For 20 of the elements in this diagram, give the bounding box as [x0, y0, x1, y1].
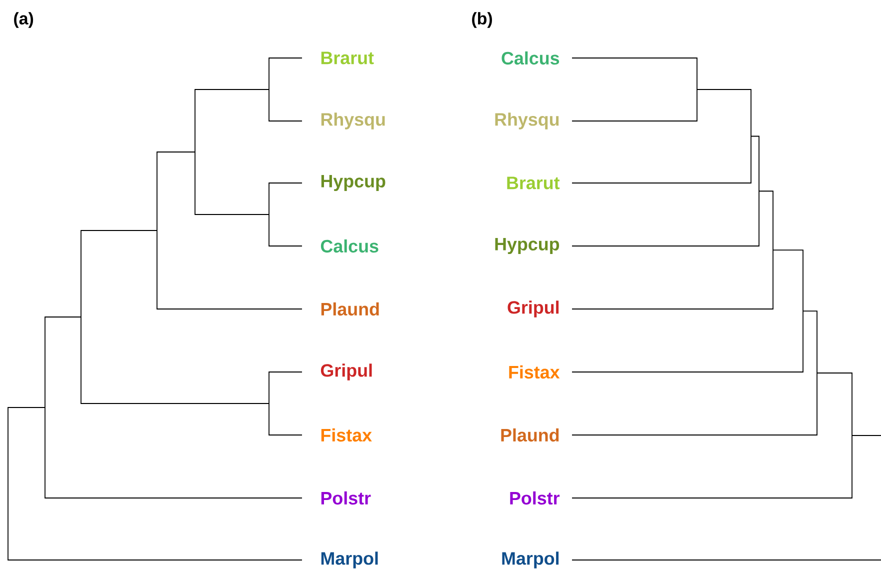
taxon-label: Rhysqu	[321, 112, 385, 130]
taxon-label: Plaund	[501, 428, 559, 442]
taxon-label: Calcus	[502, 51, 560, 65]
taxon-label: Fistax	[509, 365, 560, 379]
taxon-label: Polstr	[321, 491, 371, 505]
panel-label: (b)	[472, 12, 492, 28]
taxon-label: Marpol	[321, 552, 378, 568]
taxon-label: Fistax	[321, 428, 372, 442]
taxon-label: Gripul	[508, 300, 559, 318]
taxon-label: Calcus	[320, 239, 378, 253]
taxon-label: Gripul	[320, 364, 372, 380]
taxon-label: Hypcup	[495, 238, 560, 254]
taxon-label: Polstr	[510, 491, 560, 505]
taxon-label: Marpol	[502, 552, 559, 568]
taxon-label: Brarut	[321, 52, 374, 64]
taxon-label: Hypcup	[321, 174, 386, 192]
taxon-label: Rhysqu	[495, 112, 559, 130]
panel-label: (a)	[14, 12, 34, 28]
taxon-label: Brarut	[507, 176, 560, 190]
taxon-label: Plaund	[321, 302, 379, 316]
